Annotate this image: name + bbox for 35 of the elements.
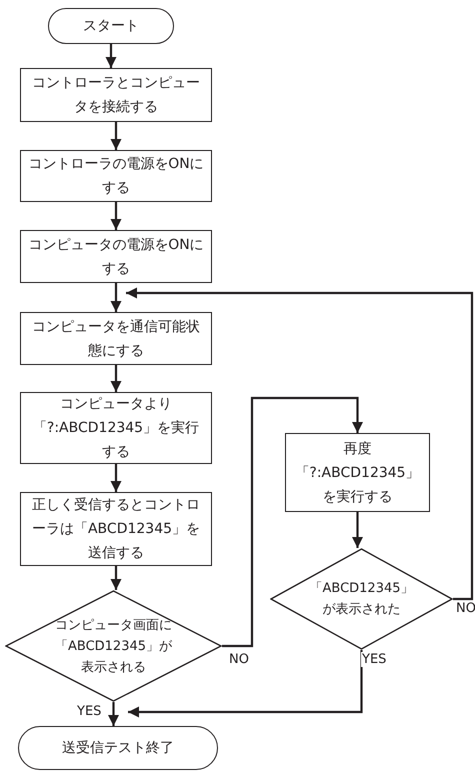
step-text: 再度「?:ABCD12345」を実行する [294,440,421,506]
step-text: コントローラの電源をONにする [27,155,205,198]
step-text: コントローラとコンピュータを接続する [31,74,201,117]
edge-label: YES [361,652,388,667]
flow-arrow [110,122,122,150]
flow-arrow [222,396,363,648]
terminator-shape [18,726,218,770]
flow-arrow [110,202,122,230]
flow-arrow [110,464,122,492]
step-text: 正しく受信するとコントローラは「ABCD12345」を送信する [30,496,202,563]
process-box [20,150,212,202]
process-box [20,312,212,365]
flow-arrow [106,44,116,68]
process-box [20,68,212,122]
flow-arrow [110,283,122,312]
step-text: 送受信テスト終了 [61,739,175,758]
process-box [20,230,212,283]
flow-arrow [110,365,122,392]
step-text: コンピュータを通信可能状態にする [31,318,201,360]
flow-arrow [128,650,363,718]
step-text: コンピュータより「?:ABCD12345」を実行する [32,395,200,462]
step-text: コンピュータ画面に「ABCD12345」が表示される [54,616,174,676]
process-box [285,433,430,512]
flow-arrow [352,512,363,548]
flow-arrow [126,288,474,600]
step-text: スタート [82,17,140,36]
decision-diamond [5,590,222,702]
flow-arrow [108,702,119,726]
process-box [20,492,212,566]
process-box [20,392,212,464]
flow-arrow [110,566,122,590]
terminator-shape [48,8,174,44]
decision-diamond [270,548,453,650]
step-text: 「ABCD12345」が表示された [308,580,415,619]
step-text: コンピュータの電源をONにする [27,236,205,278]
